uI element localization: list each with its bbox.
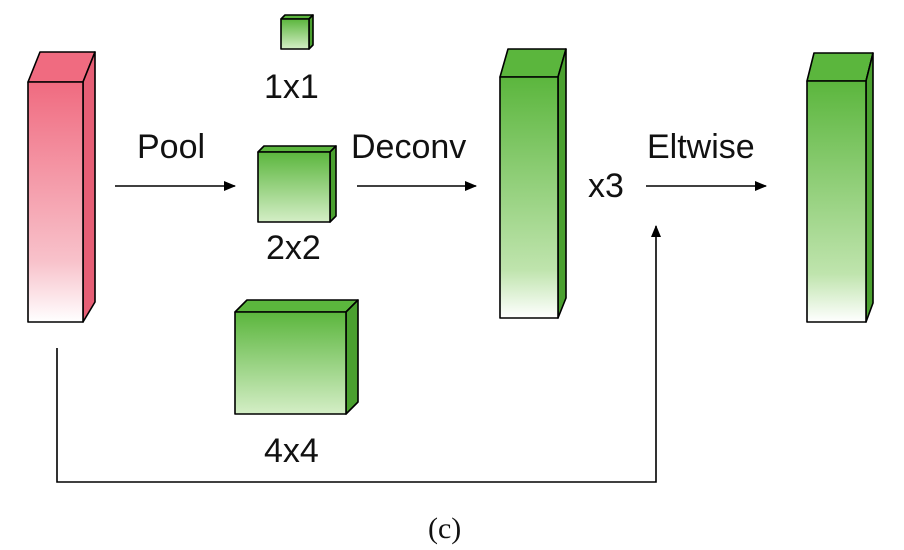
skip-connection-arrow bbox=[56, 225, 661, 483]
pooled-block-2x2 bbox=[257, 145, 337, 223]
input-feature-block bbox=[27, 51, 96, 323]
deconv-label: Deconv bbox=[351, 128, 466, 166]
output-feature-block bbox=[806, 52, 874, 323]
figure-caption: (c) bbox=[428, 512, 461, 545]
size-label-4x4: 4x4 bbox=[264, 432, 319, 470]
pool-label: Pool bbox=[137, 128, 205, 166]
upsampled-feature-block bbox=[499, 48, 567, 319]
size-label-2x2: 2x2 bbox=[266, 229, 321, 267]
repeat-label: x3 bbox=[588, 167, 624, 205]
eltwise-label: Eltwise bbox=[647, 128, 755, 166]
size-label-1x1: 1x1 bbox=[264, 68, 319, 106]
pooled-block-1x1 bbox=[280, 14, 314, 50]
pooled-block-4x4 bbox=[234, 299, 359, 415]
